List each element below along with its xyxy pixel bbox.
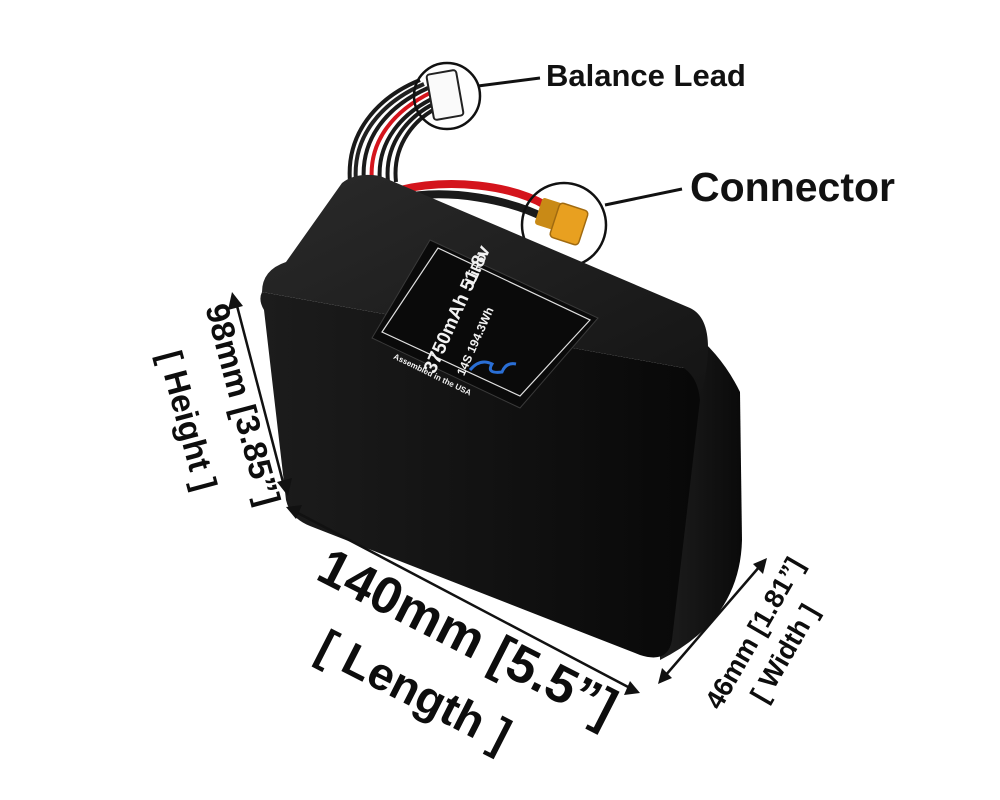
balance-lead-leader <box>477 76 541 88</box>
balance-lead-label: Balance Lead <box>546 58 746 93</box>
brand-logo <box>468 360 517 374</box>
balance-plug <box>425 69 465 121</box>
height-arrow <box>228 292 292 496</box>
width-arrow <box>658 558 767 684</box>
connector-leader <box>604 187 683 207</box>
length-arrow <box>286 505 640 695</box>
balance-lead-wires <box>347 78 447 183</box>
xt-connector <box>534 198 589 246</box>
balance-lead-circle <box>412 61 482 131</box>
battery-label <box>371 239 599 409</box>
connector-label: Connector <box>690 164 895 210</box>
